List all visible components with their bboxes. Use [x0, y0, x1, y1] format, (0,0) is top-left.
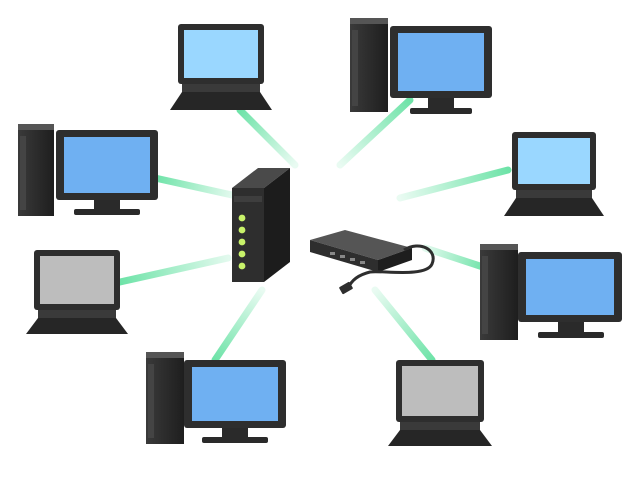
router-icon [232, 168, 290, 282]
switch-hub-icon [310, 230, 435, 295]
link-laptop-mid-left [116, 254, 232, 286]
link-desktop-bottom-left [211, 286, 266, 364]
desktop-bottom-left-icon [146, 352, 286, 444]
link-desktop-mid-right [421, 244, 490, 272]
laptop-mid-left-icon [26, 250, 128, 334]
link-laptop-upper-right [396, 166, 512, 202]
link-laptop-top [236, 106, 299, 169]
laptop-upper-right-icon [504, 132, 604, 216]
desktop-mid-right-icon [480, 244, 622, 340]
laptop-top-icon [170, 24, 272, 110]
desktop-upper-left-icon [18, 124, 158, 216]
link-lines [116, 96, 512, 364]
router-led-lights [238, 214, 246, 270]
desktop-top-right-icon [350, 18, 492, 114]
link-laptop-bottom-right [371, 286, 436, 364]
link-desktop-upper-left [151, 174, 236, 199]
link-desktop-top-right [336, 96, 414, 169]
laptop-bottom-right-icon [388, 360, 492, 446]
